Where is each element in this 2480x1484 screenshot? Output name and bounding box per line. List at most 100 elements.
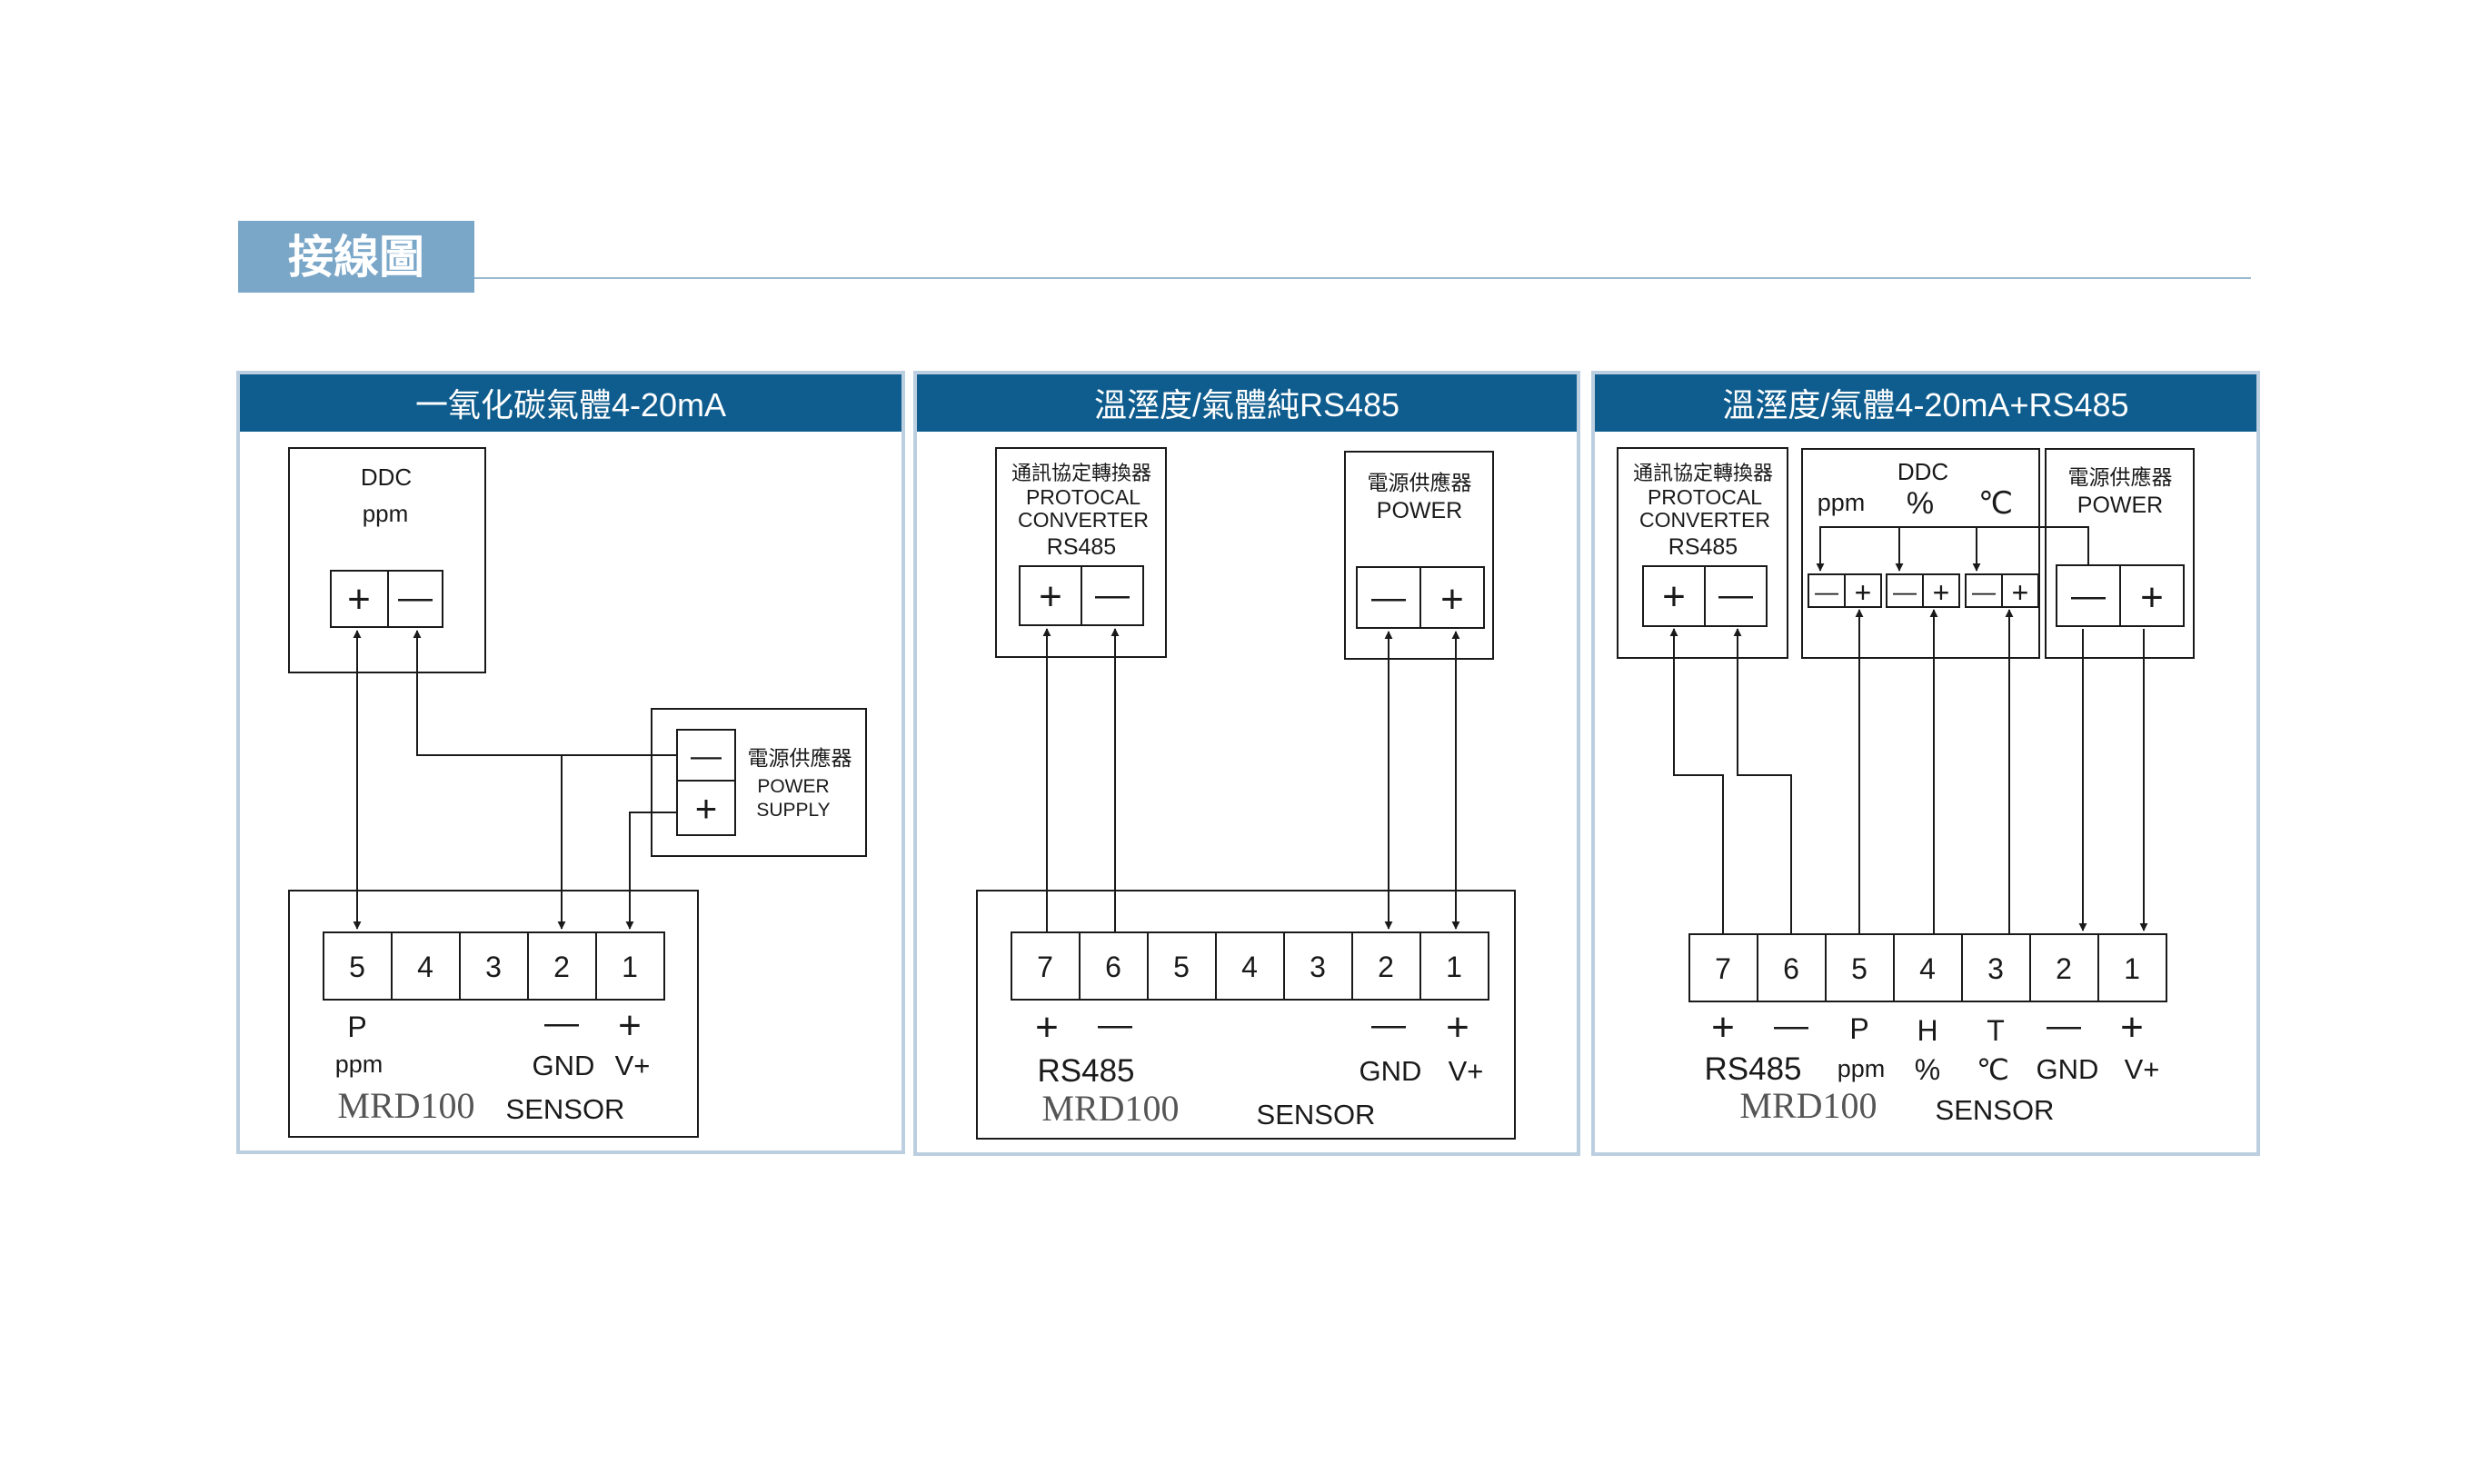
label-vplus: V+ (1449, 1055, 1484, 1087)
terminal-5: 5 (349, 951, 365, 983)
terminal-4: 4 (417, 951, 433, 983)
converter-box: 通訊協定轉換器 PROTOCAL CONVERTER RS485 + — (995, 447, 1167, 658)
ddc-pct-minus: — (1893, 578, 1917, 605)
power-box: 電源供應器 POWER — + (2045, 448, 2195, 659)
label-plus-a: + (1035, 1005, 1059, 1050)
power-minus-symbol: — (2071, 577, 2106, 615)
label-pct: % (1915, 1053, 1940, 1086)
label-minus-a: — (1098, 1006, 1132, 1044)
terminal-3: 3 (1987, 952, 2004, 985)
wire-ddc-common-ground (1816, 526, 2089, 572)
power-box: 電源供應器 POWER — + (1344, 451, 1494, 660)
ddc-terminals: — + — + — + (1808, 573, 2039, 609)
power-label-en2: SUPPLY (756, 800, 830, 821)
sensor-label: SENSOR (1257, 1099, 1376, 1130)
sensor-label: SENSOR (1936, 1094, 2055, 1126)
ddc-title: DDC (361, 463, 412, 491)
label-minus-b: — (2047, 1007, 2081, 1045)
label-rs485: RS485 (1704, 1051, 1801, 1087)
label-minus-a: — (1774, 1007, 1808, 1045)
label-vplus: V+ (615, 1050, 651, 1081)
label-gnd: GND (533, 1050, 595, 1081)
panel-frame (1591, 371, 2260, 1156)
terminal-2: 2 (1378, 951, 1394, 983)
terminal-4: 4 (1919, 952, 1936, 985)
converter-label-en2: CONVERTER (1018, 508, 1149, 532)
panel-rs485: 溫溼度/氣體純RS485 通訊協定轉換器 PROTOCAL CONVERTER … (913, 371, 1580, 1156)
ddc-subtitle: ppm (363, 500, 409, 527)
ddc-minus-terminal (387, 570, 443, 628)
label-vplus: V+ (2125, 1053, 2160, 1085)
panel-co-4-20ma: 一氧化碳氣體4-20mA DDC ppm + — — + 電源供應器 POWER… (236, 371, 905, 1154)
ddc-box: DDC ppm % ℃ — + — + — + (1801, 448, 2040, 659)
panel-4-20ma-rs485: 溫溼度/氣體4-20mA+RS485 通訊協定轉換器 PROTOCAL CONV… (1591, 371, 2260, 1156)
power-plus-symbol: + (1440, 577, 1464, 622)
title-tab (238, 221, 474, 293)
ddc-degc-plus: + (2012, 576, 2029, 609)
terminal-1: 1 (2124, 952, 2140, 985)
terminal-1: 1 (1446, 951, 1462, 983)
terminal-7: 7 (1037, 951, 1053, 983)
sensor-box: 7 6 5 4 3 2 1 + — — + RS485 GND V+ MRD10… (976, 890, 1516, 1140)
model-name: MRD100 (1041, 1088, 1179, 1129)
power-plus-terminal (1419, 566, 1485, 629)
label-ppm: ppm (1838, 1055, 1886, 1082)
converter-label-en2: CONVERTER (1639, 508, 1770, 532)
terminal-5: 5 (1173, 951, 1190, 983)
label-minus-b: — (1371, 1006, 1406, 1044)
terminal-4: 4 (1241, 951, 1258, 983)
terminal-3: 3 (485, 951, 502, 983)
ddc-ppm: ppm (1818, 489, 1866, 516)
panel-frame (236, 371, 905, 1154)
label-plus-b: + (1446, 1005, 1469, 1050)
ddc-ppm-minus: — (1815, 578, 1838, 605)
panel-title: 溫溼度/氣體4-20mA+RS485 (1722, 386, 2128, 423)
wire-6-to-converter-minus (1733, 628, 1792, 934)
page-header: 接線圖 (238, 221, 2251, 293)
power-label-cn: 電源供應器 (2068, 465, 2173, 489)
wire-7-to-converter-plus (1669, 628, 1724, 934)
power-label-en: POWER (2077, 493, 2163, 518)
power-plus-terminal (676, 780, 736, 836)
terminal-7: 7 (1715, 952, 1731, 985)
ddc-pct-plus: + (1933, 576, 1950, 609)
power-minus-symbol: — (691, 739, 722, 773)
power-label-cn: 電源供應器 (748, 746, 852, 770)
wires (353, 630, 677, 930)
label-ppm: ppm (335, 1051, 383, 1078)
power-plus-symbol: + (2140, 575, 2164, 620)
ddc-plus-symbol: + (347, 577, 371, 622)
converter-label-en1: PROTOCAL (1026, 485, 1140, 509)
label-h: H (1917, 1014, 1937, 1047)
wires (1669, 526, 2148, 934)
panel-header (917, 374, 1577, 432)
ddc-pct: % (1907, 486, 1934, 521)
label-plus: + (618, 1003, 642, 1048)
label-degc: ℃ (1977, 1053, 2009, 1086)
page-title: 接線圖 (288, 232, 424, 283)
ddc-minus-symbol: — (398, 579, 433, 617)
power-label-en1: POWER (757, 776, 829, 797)
converter-label-en1: PROTOCAL (1648, 485, 1762, 509)
power-label-en: POWER (1377, 498, 1462, 523)
ddc-box: DDC ppm + — (288, 447, 486, 673)
terminal-1: 1 (622, 951, 638, 983)
label-rs485: RS485 (1037, 1053, 1134, 1089)
ddc-title: DDC (1897, 458, 1948, 485)
label-gnd: GND (2037, 1053, 2099, 1085)
ddc-ppm-plus: + (1855, 576, 1872, 609)
converter-label-cn: 通訊協定轉換器 (1633, 462, 1773, 484)
power-minus-symbol: — (1371, 579, 1406, 617)
converter-label-en3: RS485 (1047, 534, 1116, 560)
converter-plus-symbol: + (1039, 574, 1062, 619)
converter-box: 通訊協定轉換器 PROTOCAL CONVERTER RS485 + — (1617, 447, 1788, 659)
panel-header (240, 374, 901, 432)
terminal-6: 6 (1783, 952, 1799, 985)
power-plus-symbol: + (695, 787, 718, 830)
terminal-2: 2 (2056, 952, 2072, 985)
label-plus-a: + (1711, 1005, 1735, 1050)
sensor-label: SENSOR (506, 1093, 625, 1125)
ddc-degc: ℃ (1978, 486, 2013, 521)
label-minus: — (544, 1004, 579, 1042)
label-p: P (1849, 1012, 1868, 1045)
